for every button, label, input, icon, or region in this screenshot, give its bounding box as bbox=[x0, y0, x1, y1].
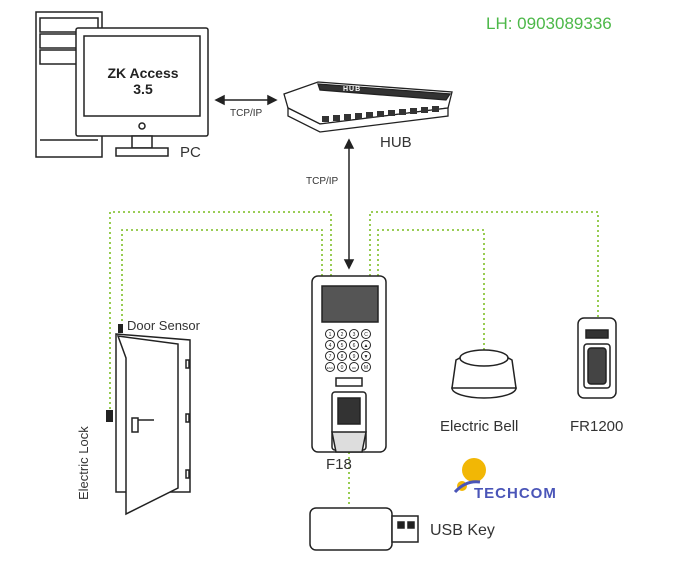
f18-keypad: 1 2 3 C 4 5 6 ▲ 7 8 9 ▼ ESC 0 OK M bbox=[325, 329, 371, 372]
keypad-key-label: OK bbox=[352, 366, 356, 370]
hub-label: HUB bbox=[380, 134, 412, 151]
hub-controller-arrow bbox=[343, 138, 355, 270]
fr1200-label: FR1200 bbox=[570, 418, 624, 435]
techcom-logo-text: TECHCOM bbox=[474, 485, 557, 502]
keypad-key bbox=[337, 340, 347, 350]
keypad-key-label: 1 bbox=[329, 332, 332, 338]
keypad-key-label: ▲ bbox=[364, 343, 369, 349]
keypad-key-label: M bbox=[364, 365, 368, 371]
pc-screen-text: ZK Access 3.5 bbox=[107, 65, 179, 97]
keypad-key bbox=[325, 362, 335, 372]
door-sensor-icon bbox=[118, 324, 123, 333]
electric-lock-icon bbox=[106, 410, 113, 422]
keypad-key bbox=[361, 340, 371, 350]
keypad-key-label: 6 bbox=[353, 343, 356, 349]
keypad-key bbox=[361, 351, 371, 361]
keypad-key-label: ESC bbox=[327, 366, 334, 370]
keypad-key-label: 7 bbox=[329, 354, 332, 360]
monitor-icon bbox=[75, 27, 209, 157]
door-icon bbox=[115, 333, 191, 516]
keypad-key bbox=[325, 329, 335, 339]
keypad-key-label: 3 bbox=[353, 332, 356, 338]
keypad-key-label: 4 bbox=[329, 343, 332, 349]
keypad-key bbox=[325, 351, 335, 361]
keypad-key-label: 0 bbox=[341, 365, 344, 371]
keypad-key bbox=[349, 340, 359, 350]
keypad-key bbox=[361, 362, 371, 372]
keypad-key bbox=[325, 340, 335, 350]
hub-controller-protocol-label: TCP/IP bbox=[306, 176, 339, 187]
f18-label: F18 bbox=[326, 456, 352, 473]
keypad-key bbox=[349, 329, 359, 339]
f18-device-icon bbox=[311, 275, 387, 453]
electric-bell-label: Electric Bell bbox=[440, 418, 519, 435]
electric-lock-label: Electric Lock bbox=[76, 426, 91, 500]
fr1200-reader-icon bbox=[577, 317, 617, 399]
keypad-key bbox=[361, 329, 371, 339]
techcom-logo-icon bbox=[453, 458, 486, 494]
keypad-key-label: C bbox=[364, 332, 368, 338]
hub-body-text: HUB bbox=[343, 86, 362, 93]
door-sensor-label: Door Sensor bbox=[127, 318, 200, 333]
wire-lines bbox=[109, 211, 599, 505]
usb-key-icon bbox=[309, 507, 419, 551]
electric-bell-icon bbox=[451, 349, 517, 399]
usb-key-label: USB Key bbox=[430, 522, 495, 539]
keypad-key bbox=[349, 351, 359, 361]
keypad-key-label: 5 bbox=[341, 343, 344, 349]
keypad-key-label: 8 bbox=[341, 354, 344, 360]
keypad-key bbox=[337, 329, 347, 339]
pc-hub-protocol-label: TCP/IP bbox=[230, 108, 263, 119]
keypad-key-label: ▼ bbox=[364, 354, 369, 360]
hub-icon bbox=[283, 81, 453, 133]
keypad-key bbox=[337, 362, 347, 372]
hotline-text: LH: 0903089336 bbox=[486, 14, 612, 33]
pc-label: PC bbox=[180, 144, 201, 161]
pc-hub-arrow bbox=[214, 94, 278, 106]
keypad-key bbox=[337, 351, 347, 361]
keypad-key bbox=[349, 362, 359, 372]
keypad-key-label: 9 bbox=[353, 354, 356, 360]
keypad-key-label: 2 bbox=[341, 332, 344, 338]
